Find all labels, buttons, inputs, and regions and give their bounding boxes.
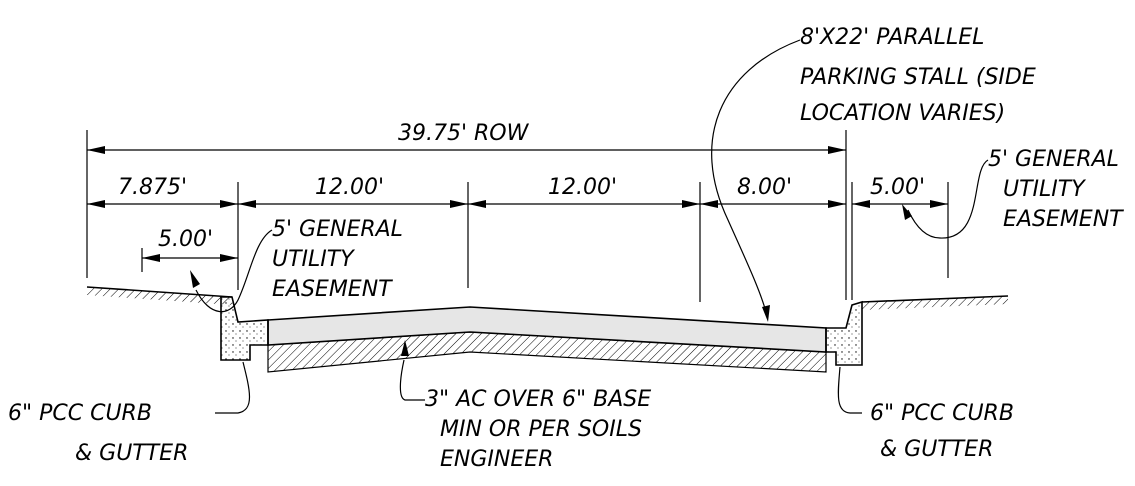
label-parking-stall: 8'X22' PARALLEL PARKING STALL (SIDE LOCA…: [800, 25, 1036, 126]
label-right-curb: 6" PCC CURB & GUTTER: [870, 401, 1014, 462]
dim-row-total: 39.75' ROW: [398, 121, 530, 146]
svg-text:UTILITY: UTILITY: [272, 247, 355, 272]
ground-right: [861, 295, 1009, 310]
svg-text:6" PCC CURB: 6" PCC CURB: [870, 401, 1014, 426]
dim-seg-1: 7.875': [118, 175, 187, 200]
svg-text:5' GENERAL: 5' GENERAL: [272, 217, 403, 242]
svg-text:EASEMENT: EASEMENT: [272, 277, 393, 302]
label-left-easement: 5' GENERAL UTILITY EASEMENT: [272, 217, 403, 302]
label-left-curb: 6" PCC CURB & GUTTER: [8, 401, 188, 466]
label-right-easement: 5' GENERAL UTILITY EASEMENT: [988, 147, 1124, 232]
dim-left-easement: 5.00': [158, 227, 213, 252]
svg-text:& GUTTER: & GUTTER: [75, 441, 188, 466]
svg-text:UTILITY: UTILITY: [1003, 177, 1086, 202]
extension-lines: [86, 130, 949, 302]
svg-text:EASEMENT: EASEMENT: [1003, 207, 1124, 232]
left-curb-gutter: [220, 296, 269, 361]
leader-left-easement: [190, 229, 273, 313]
dimension-left-easement: [142, 254, 238, 262]
leader-right-curb: [837, 366, 862, 414]
svg-text:LOCATION VARIES): LOCATION VARIES): [800, 101, 1005, 126]
leader-left-curb: [215, 361, 250, 414]
dim-seg-3: 12.00': [548, 175, 617, 200]
svg-text:6" PCC CURB: 6" PCC CURB: [8, 401, 152, 426]
svg-text:& GUTTER: & GUTTER: [880, 437, 993, 462]
svg-text:5' GENERAL: 5' GENERAL: [988, 147, 1119, 172]
dim-seg-4: 8.00': [737, 175, 792, 200]
svg-text:3" AC OVER 6" BASE: 3" AC OVER 6" BASE: [425, 387, 651, 412]
svg-text:MIN OR PER SOILS: MIN OR PER SOILS: [440, 417, 642, 442]
right-curb-gutter: [825, 300, 863, 366]
dimension-row-total: [87, 146, 846, 154]
dimension-segments: [87, 200, 948, 208]
leader-parking-stall: [711, 39, 801, 322]
svg-text:PARKING STALL (SIDE: PARKING STALL (SIDE: [800, 65, 1036, 90]
ground-left: [86, 286, 233, 305]
svg-text:ENGINEER: ENGINEER: [440, 447, 553, 472]
dim-seg-5: 5.00': [870, 175, 925, 200]
label-pavement: 3" AC OVER 6" BASE MIN OR PER SOILS ENGI…: [425, 387, 651, 472]
svg-text:8'X22' PARALLEL: 8'X22' PARALLEL: [800, 25, 984, 50]
dim-seg-2: 12.00': [315, 175, 384, 200]
leader-pavement: [399, 340, 425, 401]
leader-right-easement: [902, 159, 989, 239]
